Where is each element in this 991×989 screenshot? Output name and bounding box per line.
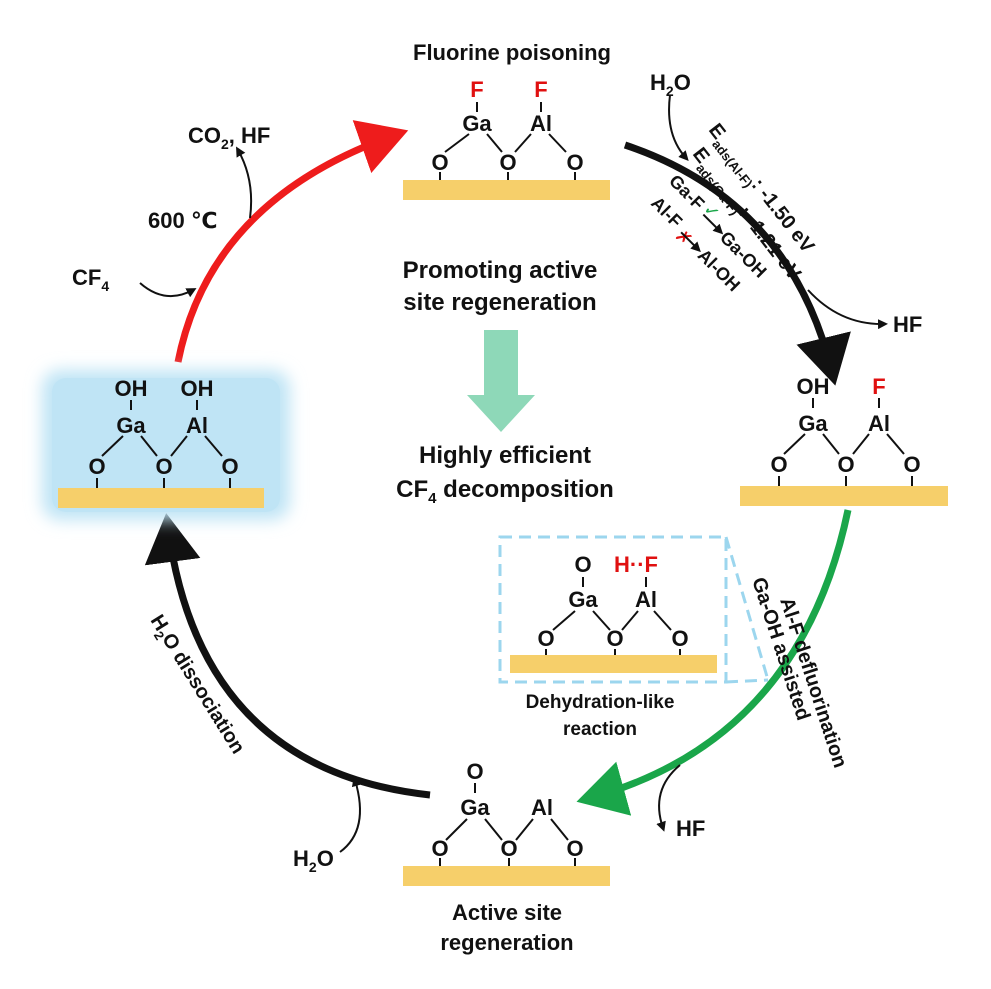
o-atom: O	[574, 552, 591, 577]
o-atom: O	[88, 454, 105, 479]
o-atom: O	[500, 836, 517, 861]
substrate-right	[740, 486, 948, 506]
hf-out-arrow-top	[807, 289, 888, 330]
center-line2: site regeneration	[403, 289, 596, 316]
inset-caption-line2: reaction	[563, 719, 637, 740]
center-line1: Promoting active	[403, 257, 598, 284]
o-atom: O	[499, 150, 516, 175]
inset-dehydration: O H··F Ga Al O O O	[498, 535, 770, 684]
ga-atom: Ga	[462, 111, 492, 136]
o-atom: O	[431, 836, 448, 861]
fluorine-atom: F	[872, 374, 885, 399]
black-arrow-top-right	[623, 141, 851, 386]
molecule-fluorine-poisoned: F F Ga Al O O O	[403, 77, 610, 200]
substrate-inset	[510, 655, 717, 673]
hf-out-arrow-bottom	[656, 764, 681, 832]
al-atom: Al	[868, 411, 890, 436]
temperature-label: 600 ℃	[148, 208, 217, 233]
oh-group: OH	[115, 376, 148, 401]
green-arrow	[576, 509, 852, 816]
ga-atom: Ga	[460, 795, 490, 820]
hf-bond: H··F	[614, 552, 658, 577]
o-atom: O	[537, 626, 554, 651]
fluorine-poisoning-title: Fluorine poisoning	[413, 40, 611, 65]
o-atom: O	[155, 454, 172, 479]
hf-label-bottom: HF	[676, 816, 705, 841]
h2o-label-bottom: H2O	[293, 846, 334, 875]
h2o-in-arrow-bottom	[339, 776, 362, 853]
cross-icon: ✗	[671, 225, 696, 250]
molecule-active-site: O Ga Al O O O	[403, 759, 610, 886]
co2-out-arrow	[236, 146, 253, 219]
al-atom: Al	[186, 413, 208, 438]
molecule-active-oh: OH OH Ga Al O O O	[42, 370, 290, 520]
co2-hf-label: CO2, HF	[188, 123, 270, 152]
al-atom: Al	[635, 587, 657, 612]
oh-group: OH	[181, 376, 214, 401]
o-atom: O	[566, 150, 583, 175]
ga-atom: Ga	[568, 587, 598, 612]
o-atom: O	[903, 452, 920, 477]
o-atom: O	[221, 454, 238, 479]
center-line3: Highly efficient	[419, 442, 591, 469]
center-line4: CF4 decomposition	[396, 476, 614, 507]
molecule-partial-regenerated: OH F Ga Al O O O	[740, 374, 948, 506]
substrate-bottom	[403, 866, 610, 886]
active-site-title-line1: Active site	[452, 900, 562, 925]
o-atom: O	[431, 150, 448, 175]
active-site-title-line2: regeneration	[440, 930, 573, 955]
substrate-top	[403, 180, 610, 200]
inset-caption-line1: Dehydration-like	[526, 692, 675, 713]
oh-group: OH	[797, 374, 830, 399]
o-atom: O	[466, 759, 483, 784]
hf-label-top: HF	[893, 312, 922, 337]
o-atom: O	[606, 626, 623, 651]
o-atom: O	[770, 452, 787, 477]
fluorine-atom: F	[534, 77, 547, 102]
fluorine-atom: F	[470, 77, 483, 102]
h2o-in-arrow-top	[668, 94, 689, 161]
ga-atom: Ga	[798, 411, 828, 436]
substrate-left	[58, 488, 264, 508]
cf4-label: CF4	[72, 265, 109, 294]
o-atom: O	[671, 626, 688, 651]
cf4-in-arrow	[139, 282, 197, 298]
black-arrow-left	[144, 513, 431, 799]
ga-atom: Ga	[116, 413, 146, 438]
al-atom: Al	[530, 111, 552, 136]
center-down-arrow	[467, 330, 535, 432]
al-atom: Al	[531, 795, 553, 820]
o-atom: O	[566, 836, 583, 861]
h2o-label-top: H2O	[650, 70, 691, 99]
o-atom: O	[837, 452, 854, 477]
red-arrow	[174, 120, 409, 363]
